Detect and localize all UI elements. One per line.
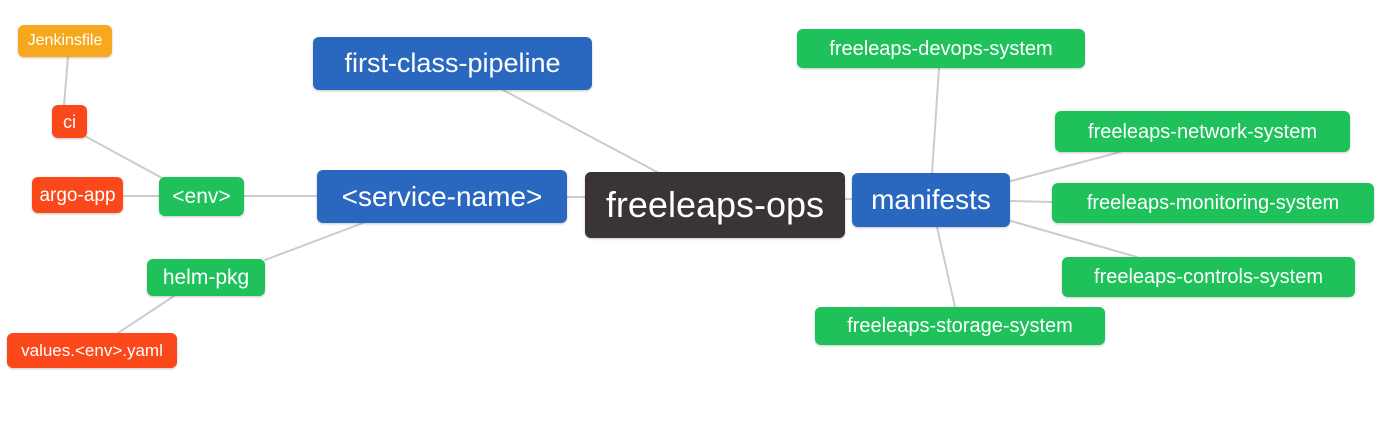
node-first-class-pipeline[interactable]: first-class-pipeline: [313, 37, 592, 90]
node-helm-pkg[interactable]: helm-pkg: [147, 259, 265, 296]
edge-jenkinsfile-ci: [63, 56, 69, 106]
node-freeleaps-monitoring-system[interactable]: freeleaps-monitoring-system: [1052, 183, 1374, 223]
node-values-env-yaml[interactable]: values.<env>.yaml: [7, 333, 177, 368]
node-freeleaps-storage-system[interactable]: freeleaps-storage-system: [815, 307, 1105, 345]
edge-manifests-network-system: [1010, 151, 1121, 182]
node-ci[interactable]: ci: [52, 105, 87, 138]
edge-first-class-pipeline-ops: [502, 89, 658, 173]
node-service-name[interactable]: <service-name>: [317, 170, 567, 223]
node-manifests[interactable]: manifests: [852, 173, 1010, 227]
node-freeleaps-controls-system[interactable]: freeleaps-controls-system: [1062, 257, 1355, 297]
node-jenkinsfile[interactable]: Jenkinsfile: [18, 25, 112, 57]
edge-helm-pkg-service-name: [264, 222, 364, 261]
node-env[interactable]: <env>: [159, 177, 244, 216]
node-freeleaps-devops-system[interactable]: freeleaps-devops-system: [797, 29, 1085, 68]
edge-values-yaml-helm-pkg: [117, 295, 175, 334]
edge-manifests-controls-system: [1010, 220, 1138, 258]
node-argo-app[interactable]: argo-app: [32, 177, 123, 213]
edge-ci-env: [82, 134, 163, 179]
node-freeleaps-ops[interactable]: freeleaps-ops: [585, 172, 845, 238]
edge-manifests-monitoring-system: [1010, 200, 1053, 203]
node-freeleaps-network-system[interactable]: freeleaps-network-system: [1055, 111, 1350, 152]
edge-manifests-storage-system: [936, 226, 956, 308]
edge-manifests-devops-system: [931, 67, 940, 174]
